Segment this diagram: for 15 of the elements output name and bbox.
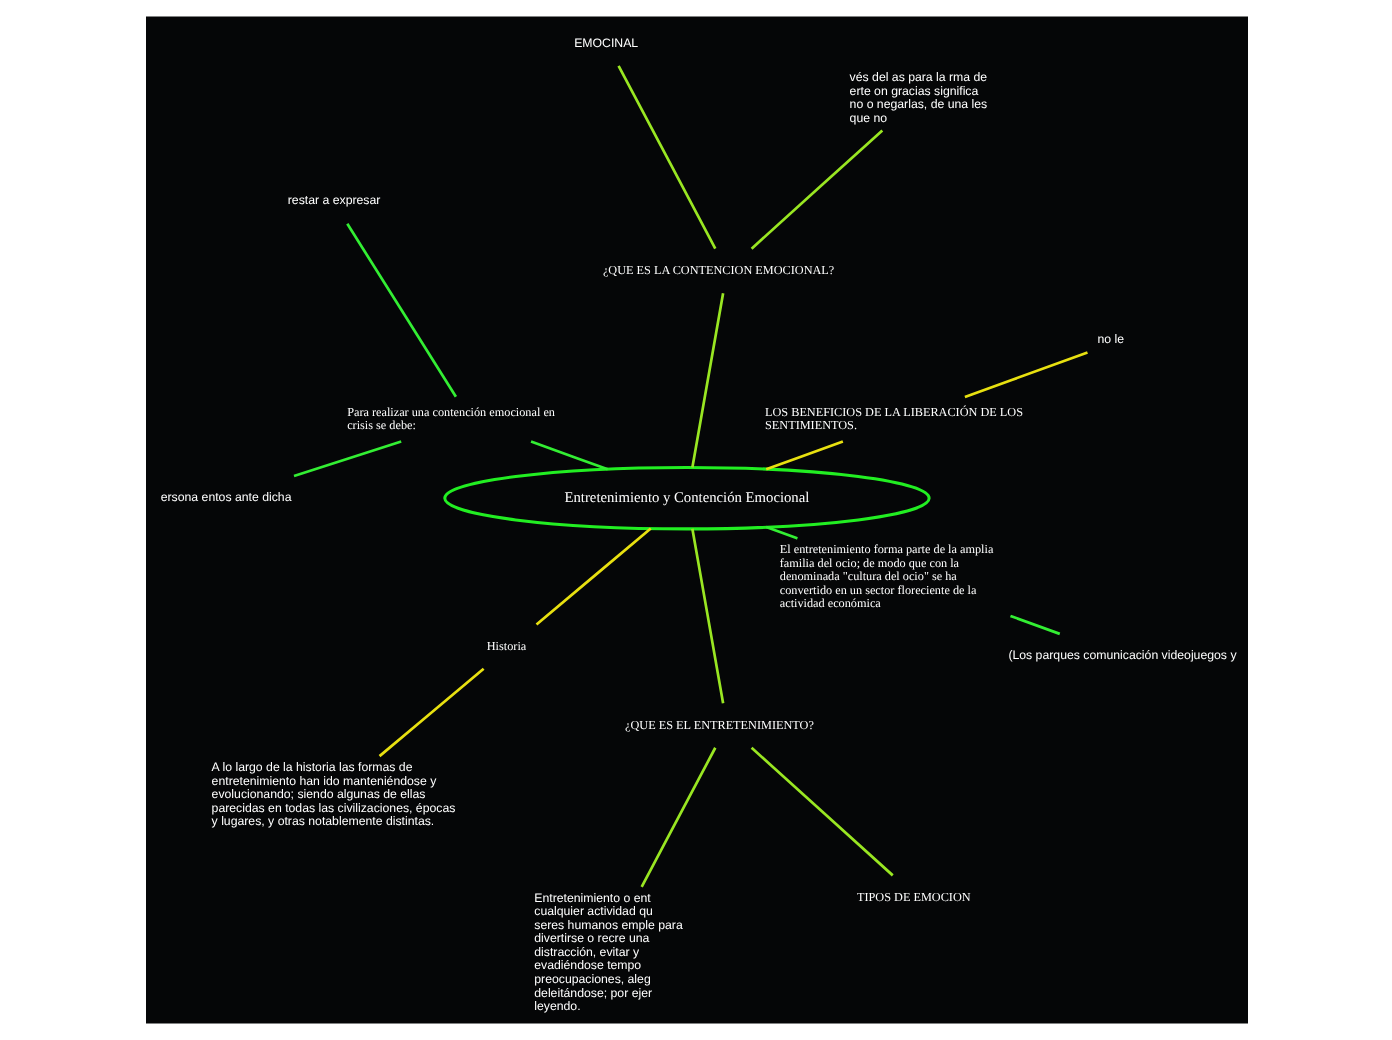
connector: [616, 65, 716, 250]
connector: [529, 440, 608, 471]
connector: [963, 351, 1087, 399]
connector: [764, 440, 843, 471]
connector: [690, 528, 724, 704]
connector: [690, 292, 724, 468]
connector: [749, 129, 883, 250]
connector: [534, 527, 651, 626]
connector: [639, 747, 716, 888]
connector: [345, 223, 457, 398]
connector: [764, 525, 797, 540]
connector: [377, 667, 484, 758]
connector: [1009, 614, 1060, 636]
connector: [749, 746, 893, 877]
connector: [292, 440, 401, 478]
